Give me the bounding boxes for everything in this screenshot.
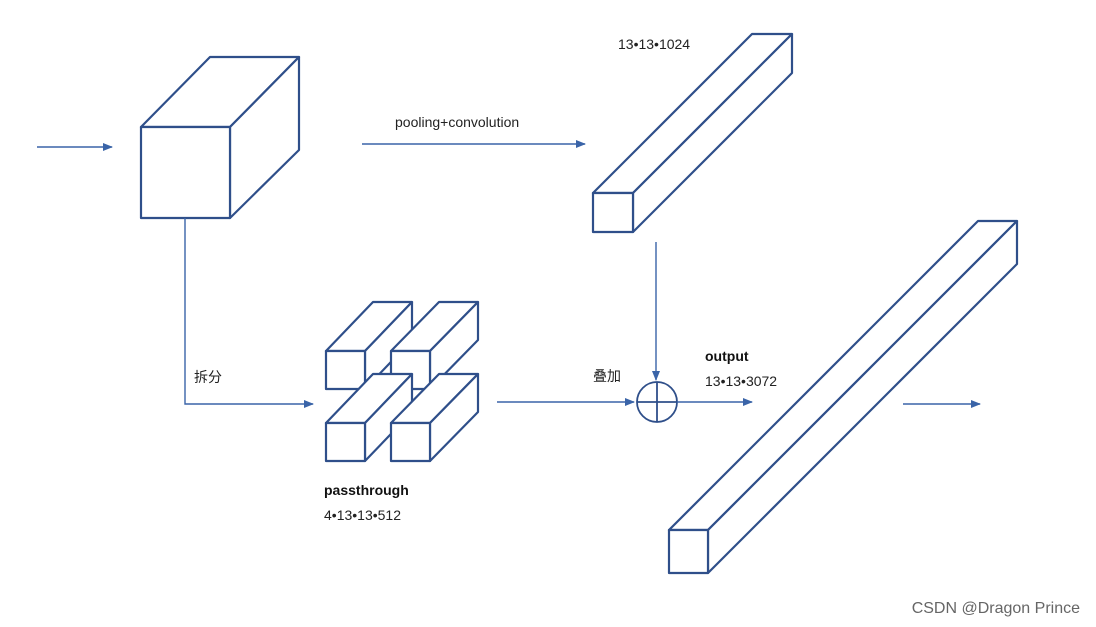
passthrough-dims: 4•13•13•512 — [324, 507, 401, 523]
passthrough-block-bottom-left — [324, 372, 414, 463]
passthrough-block-bottom-right — [389, 372, 480, 463]
input-cube — [139, 55, 301, 220]
pooling-conv-label: pooling+convolution — [395, 114, 519, 130]
top-bar-1024 — [591, 32, 794, 234]
split-arrow — [184, 218, 314, 408]
split-label: 拆分 — [194, 370, 222, 386]
top-dims-label: 13•13•1024 — [618, 36, 690, 52]
output-dims: 13•13•3072 — [705, 373, 777, 389]
passthrough-title: passthrough — [324, 482, 409, 498]
concat-plus-icon — [636, 381, 678, 423]
passthrough-block-top-left — [324, 300, 414, 391]
concat-label: 叠加 — [593, 369, 621, 385]
passthrough-block-top-right — [389, 300, 480, 391]
output-title: output — [705, 348, 749, 364]
output-bar-3072 — [667, 219, 1019, 575]
watermark: CSDN @Dragon Prince — [912, 600, 1080, 617]
